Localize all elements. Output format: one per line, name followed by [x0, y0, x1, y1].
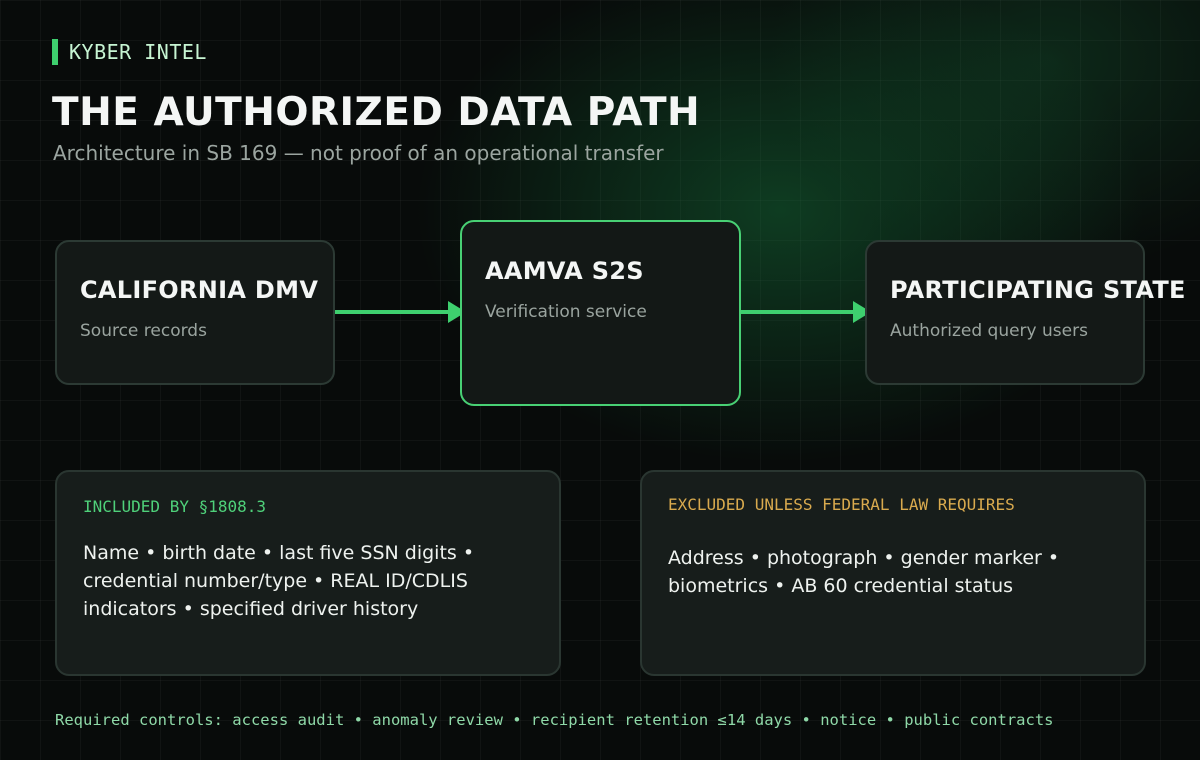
node-subtitle: Verification service	[485, 302, 647, 322]
node-title: CALIFORNIA DMV	[80, 276, 319, 304]
node-california-dmv: CALIFORNIA DMV Source records	[55, 240, 335, 385]
node-subtitle: Authorized query users	[890, 321, 1088, 341]
node-participating-state: PARTICIPATING STATE Authorized query use…	[865, 240, 1185, 385]
excluded-fields-list: Address • photograph • gender marker • b…	[668, 547, 1060, 597]
excluded-heading: EXCLUDED UNLESS FEDERAL LAW REQUIRES	[668, 495, 1015, 514]
node-subtitle: Source records	[80, 321, 207, 341]
arrow-aamva-to-state-head	[853, 301, 871, 323]
required-controls-footer: Required controls: access audit • anomal…	[55, 711, 1054, 729]
included-fields-list: Name • birth date • last five SSN digits…	[83, 542, 475, 620]
included-fields-panel: INCLUDED BY §1808.3 Name • birth date • …	[55, 470, 561, 676]
node-title: AAMVA S2S	[485, 257, 644, 285]
excluded-fields-panel: EXCLUDED UNLESS FEDERAL LAW REQUIRES Add…	[640, 470, 1146, 676]
brand-accent-bar	[52, 38, 58, 65]
page-subtitle: Architecture in SB 169 — not proof of an…	[53, 141, 664, 165]
page-title: THE AUTHORIZED DATA PATH	[52, 90, 701, 135]
node-aamva-s2s: AAMVA S2S Verification service	[460, 220, 741, 406]
brand-name: KYBER INTEL	[69, 39, 207, 64]
node-title: PARTICIPATING STATE	[890, 276, 1186, 304]
brand-header: KYBER INTEL	[52, 38, 207, 65]
included-heading: INCLUDED BY §1808.3	[83, 497, 267, 516]
arrow-dmv-to-aamva-head	[448, 301, 466, 323]
